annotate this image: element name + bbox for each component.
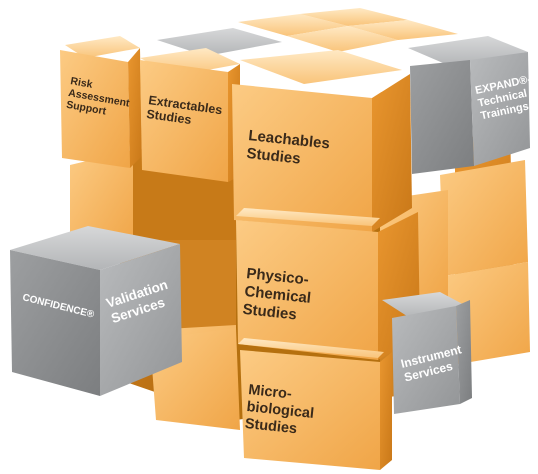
block-validation: [10, 226, 182, 396]
block-leachables: [232, 50, 412, 232]
block-label-micro: Micro-biologicalStudies: [244, 382, 317, 439]
cube-top-layer: [60, 36, 530, 232]
block-instrument: [382, 292, 472, 414]
block-expand: [408, 36, 530, 174]
block-microbiological: [238, 338, 392, 470]
block-label-leachables: LeachablesStudies: [246, 127, 331, 170]
block-label-physico: Physico-ChemicalStudies: [242, 265, 314, 325]
block-risk-assessment: [60, 36, 142, 168]
block-extractables: [140, 48, 240, 182]
